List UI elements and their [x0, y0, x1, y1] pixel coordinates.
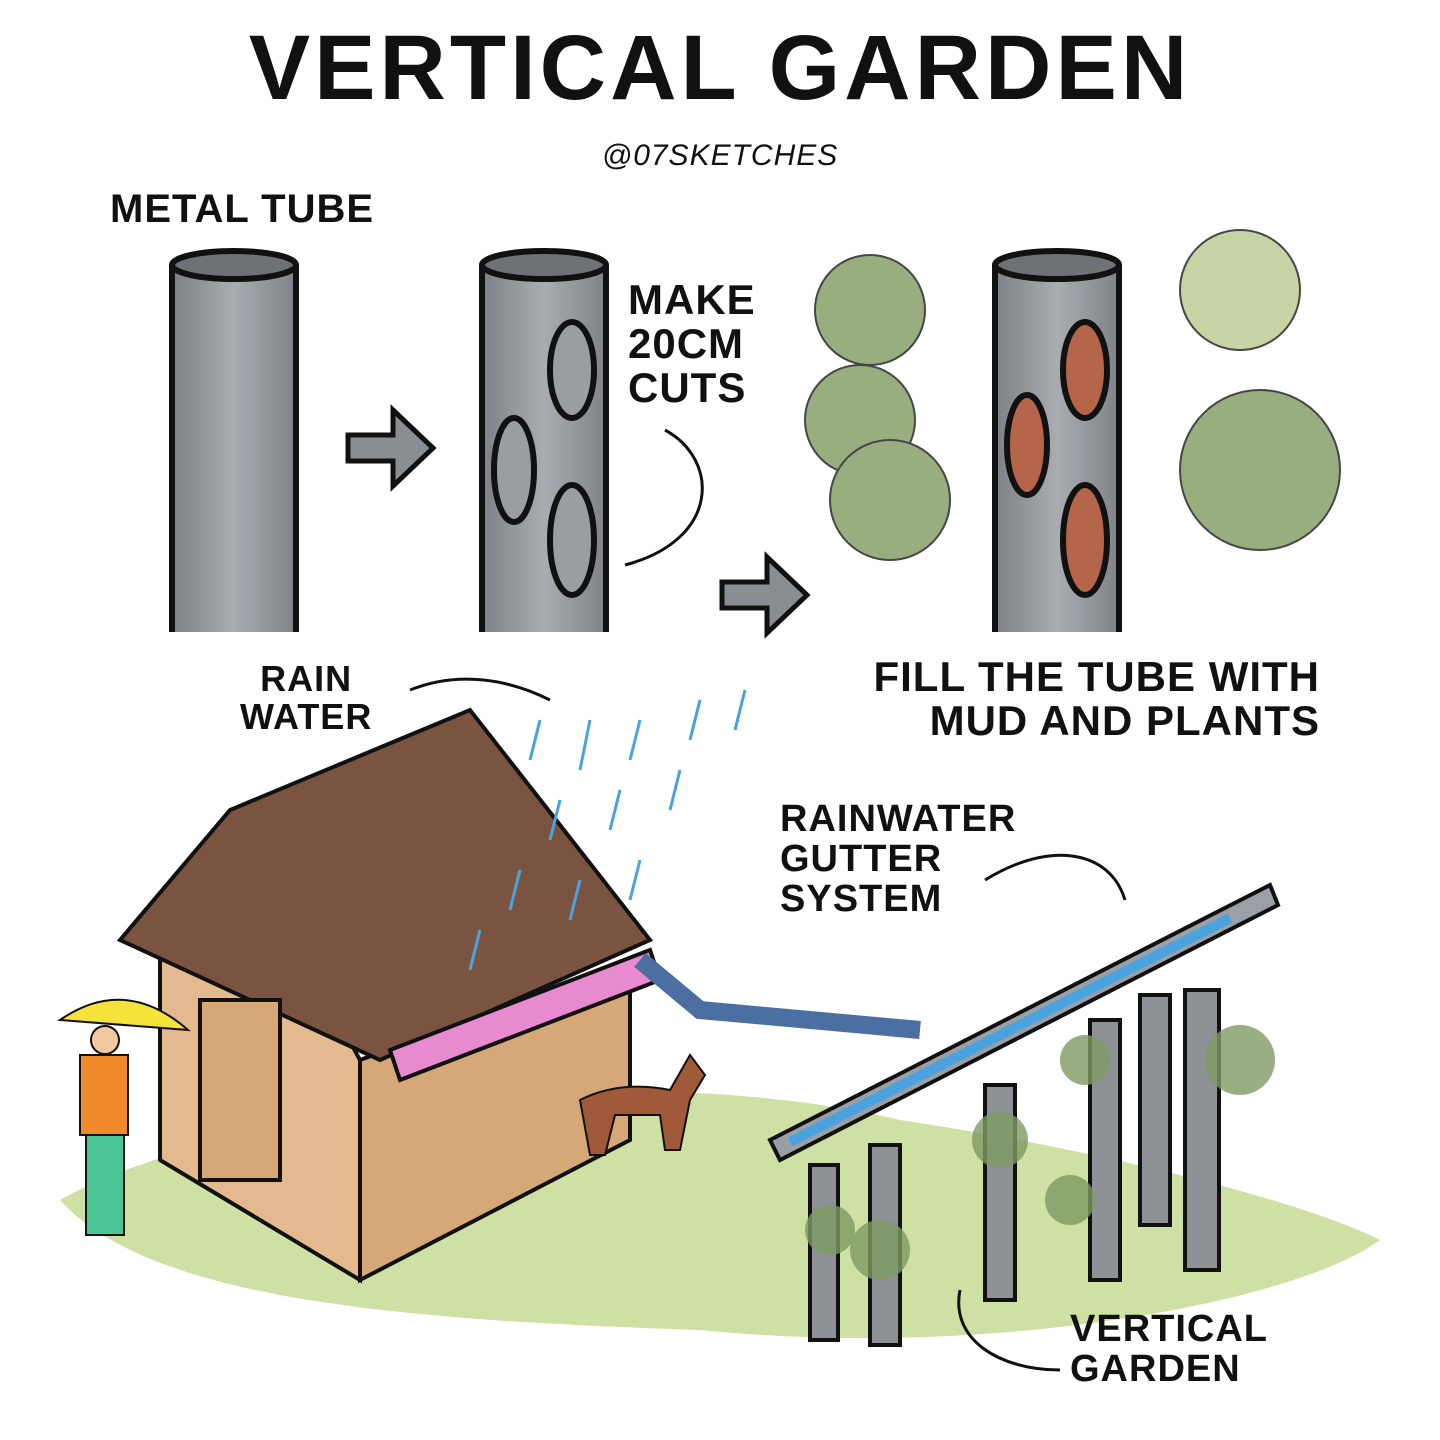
planted-tube	[804, 229, 1341, 632]
label-line: Vertical	[1070, 1308, 1268, 1350]
label-metal-tube: Metal Tube	[110, 187, 375, 231]
metal-tube-plain	[169, 248, 299, 632]
rain-drops	[468, 689, 747, 971]
label-fill-tube: Fill the tube with mud and plants	[860, 653, 1320, 745]
label-line: Cuts	[628, 364, 747, 412]
metal-tube-with-cuts	[479, 248, 609, 632]
vertical-garden-tubes	[808, 988, 1221, 1347]
label-line: System	[780, 877, 943, 920]
person-with-umbrella	[57, 998, 191, 1236]
label-line: Fill the tube with	[873, 653, 1320, 700]
label-line: Water	[240, 695, 373, 737]
house	[116, 707, 921, 1284]
label-line: mud and plants	[929, 697, 1320, 745]
label-gutter-system: Rainwater Gutter System	[780, 798, 1017, 920]
foliage	[804, 229, 1341, 561]
label-line: Rainwater	[780, 798, 1017, 840]
label-line: Rain	[260, 658, 353, 699]
label-line: 20cm	[628, 320, 745, 368]
arrow-right-icon	[345, 404, 437, 492]
arrow-right-icon	[719, 551, 811, 639]
label-vertical-garden: Vertical Garden	[1070, 1308, 1268, 1390]
pointer-arrow	[624, 428, 704, 567]
garden-foliage	[805, 1025, 1275, 1280]
author-handle: @07SKETCHES	[601, 139, 839, 172]
label-make-cuts: Make 20cm Cuts	[628, 276, 756, 412]
label-line: Make	[628, 276, 756, 323]
dog	[578, 1053, 707, 1156]
page-title: Vertical Garden	[248, 17, 1192, 119]
label-line: Gutter	[780, 837, 943, 880]
label-line: Garden	[1070, 1347, 1241, 1390]
label-rain-water: Rain Water	[240, 660, 372, 736]
